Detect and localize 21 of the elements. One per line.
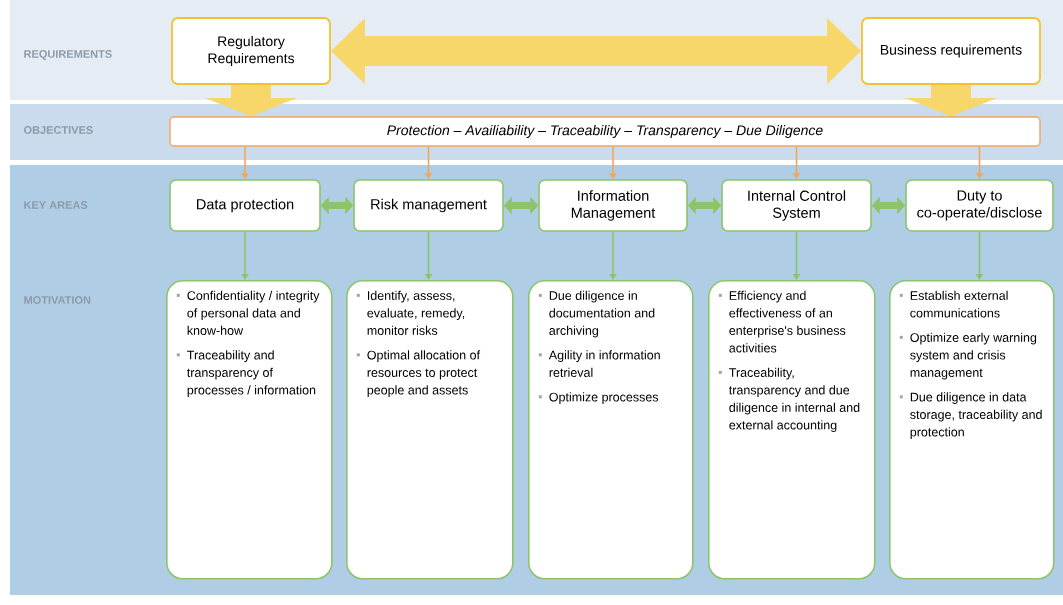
requirement-box: Regulatory Requirements [171, 17, 331, 85]
key-area-box: Information Management [538, 179, 688, 232]
row-label: MOTIVATION [24, 296, 91, 304]
arrow [205, 84, 297, 117]
motivation-box: Due diligence in documentation and archiving Agility in information retrieval Optimize processes [528, 280, 694, 580]
arrow [905, 84, 997, 117]
key-area-box: Risk management [353, 179, 504, 232]
arrow [609, 231, 617, 280]
row-label: KEY AREAS [24, 201, 88, 209]
objectives-bar: Protection – Availiability – Traceability – Transparency – Due Diligence [169, 116, 1041, 147]
key-area-box: Data protection [169, 179, 321, 232]
motivation-box: Efficiency and effectiveness of an enterprise's business activities Traceability, transparency and due diligence in internal and external accounting [708, 280, 876, 580]
arrow [241, 231, 249, 280]
key-area-box: Duty to co-operate/disclose [905, 179, 1054, 232]
row-label: REQUIREMENTS [24, 50, 112, 60]
key-area-box: Internal Control System [721, 179, 872, 232]
motivation-box: Establish external communications Optimize early warning system and crisis management Due diligence in data storage, traceability and protection [889, 280, 1055, 580]
row-label: OBJECTIVES [24, 126, 93, 134]
requirement-box: Business requirements [861, 17, 1041, 85]
motivation-box: Identify, assess, evaluate, remedy, monitor risks Optimal allocation of resources to protect people and assets [346, 280, 514, 580]
motivation-box: Confidentiality / integrity of personal data and know-how Traceability and transparency of processes / information [166, 280, 333, 580]
